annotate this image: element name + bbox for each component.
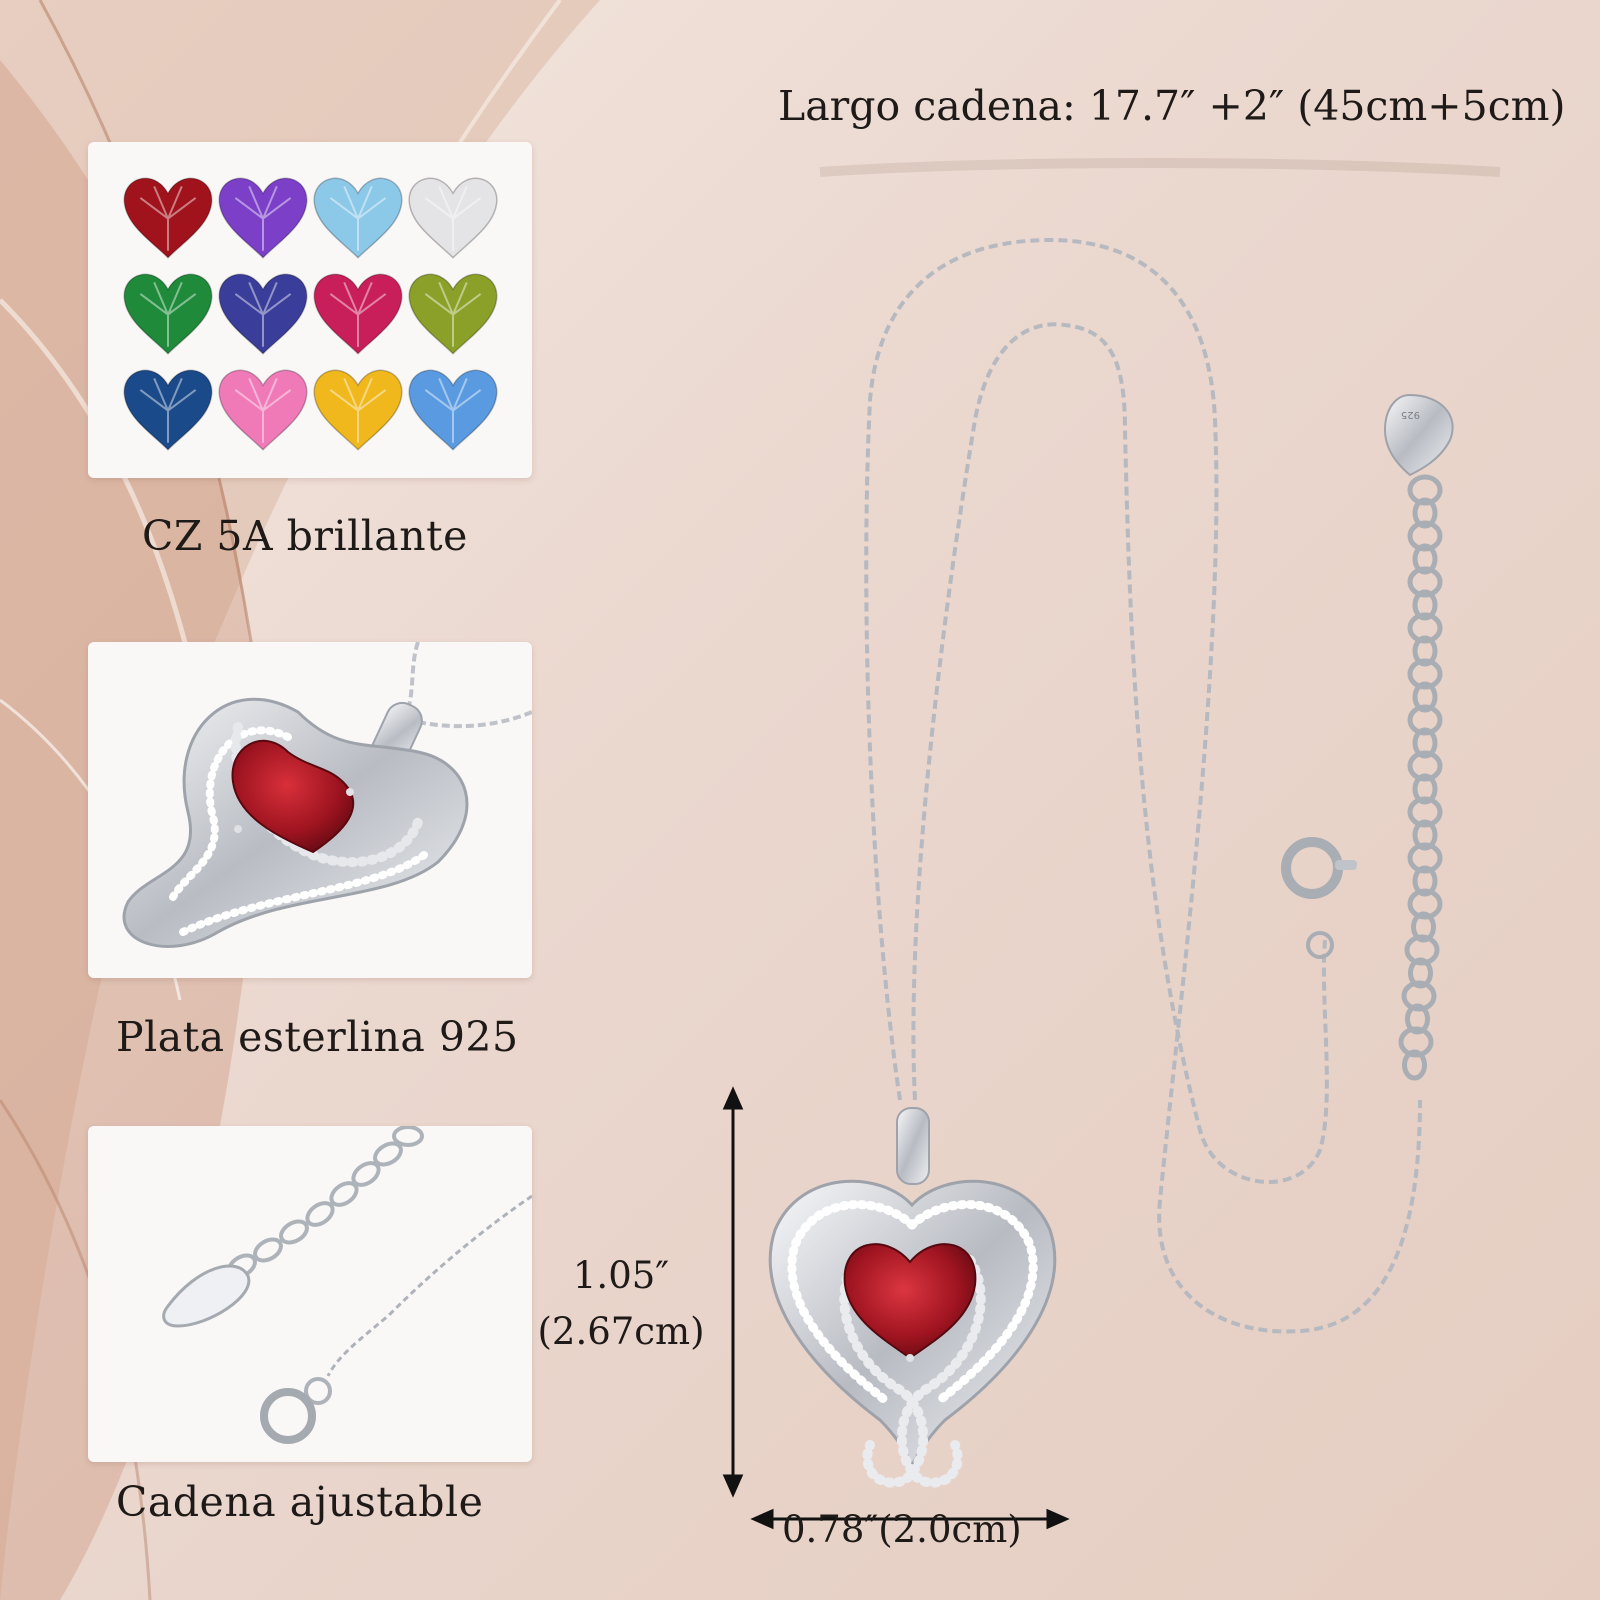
gem-heart <box>313 273 403 355</box>
gem-heart <box>313 369 403 451</box>
chain-length-label: Largo cadena: 17.7″ +2″ (45cm+5cm) <box>778 82 1566 130</box>
gem-heart <box>218 177 308 259</box>
gem-heart <box>123 273 213 355</box>
width-dimension-label: 0.78″(2.0cm) <box>782 1508 1022 1551</box>
gem-heart <box>313 177 403 259</box>
gem-heart <box>218 369 308 451</box>
gem-heart <box>123 177 213 259</box>
gem-grid <box>123 177 498 451</box>
feature-caption-silver: Plata esterlina 925 <box>116 1013 519 1061</box>
height-inches: 1.05″ <box>572 1254 670 1297</box>
pendant-closeup-image <box>122 642 532 948</box>
gem-heart <box>218 273 308 355</box>
height-cm: (2.67cm) <box>537 1310 705 1353</box>
adjustable-chain-panel <box>88 1126 532 1462</box>
gem-heart <box>408 273 498 355</box>
height-dimension-label: 1.05″ (2.67cm) <box>536 1248 706 1360</box>
gem-heart <box>123 369 213 451</box>
feature-caption-chain: Cadena ajustable <box>116 1478 484 1526</box>
gem-heart <box>408 369 498 451</box>
feature-caption-cz: CZ 5A brillante <box>142 512 468 560</box>
gem-colors-panel <box>88 142 532 478</box>
chain-closeup-image <box>162 1126 532 1444</box>
gem-heart <box>408 177 498 259</box>
pendant-closeup-panel <box>88 642 532 978</box>
